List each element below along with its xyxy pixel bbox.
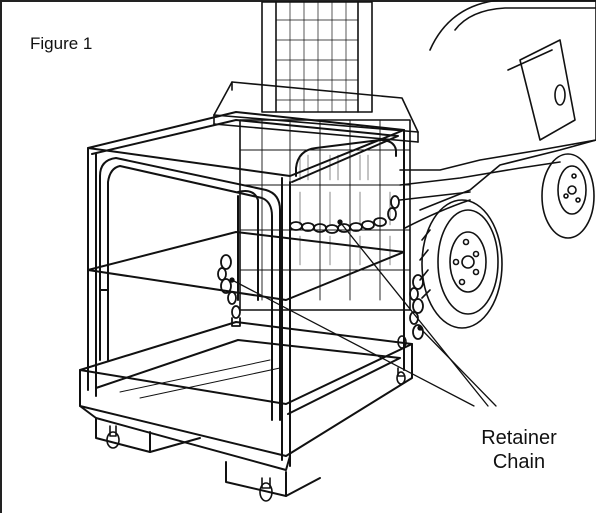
- side-chain-left: [217, 254, 241, 327]
- caster-wheels: [106, 335, 407, 502]
- frame-top-border: [0, 0, 596, 2]
- retainer-chain-callout: Retainer Chain: [460, 426, 578, 474]
- cage-frame: [87, 111, 405, 467]
- cage-base: [79, 321, 413, 497]
- back-chain: [289, 195, 400, 234]
- back-grid: [239, 119, 411, 311]
- callout-leaders: [229, 219, 497, 407]
- frame-left-border: [0, 0, 2, 513]
- forklift-mast: [261, 1, 373, 113]
- forklift-body: [399, 0, 596, 211]
- callout-line-2: Chain: [492, 451, 546, 473]
- front-wheel: [404, 199, 503, 329]
- figure-label: Figure 1: [30, 34, 93, 53]
- rear-wheel: [541, 153, 595, 239]
- callout-line-1: Retainer: [481, 427, 557, 449]
